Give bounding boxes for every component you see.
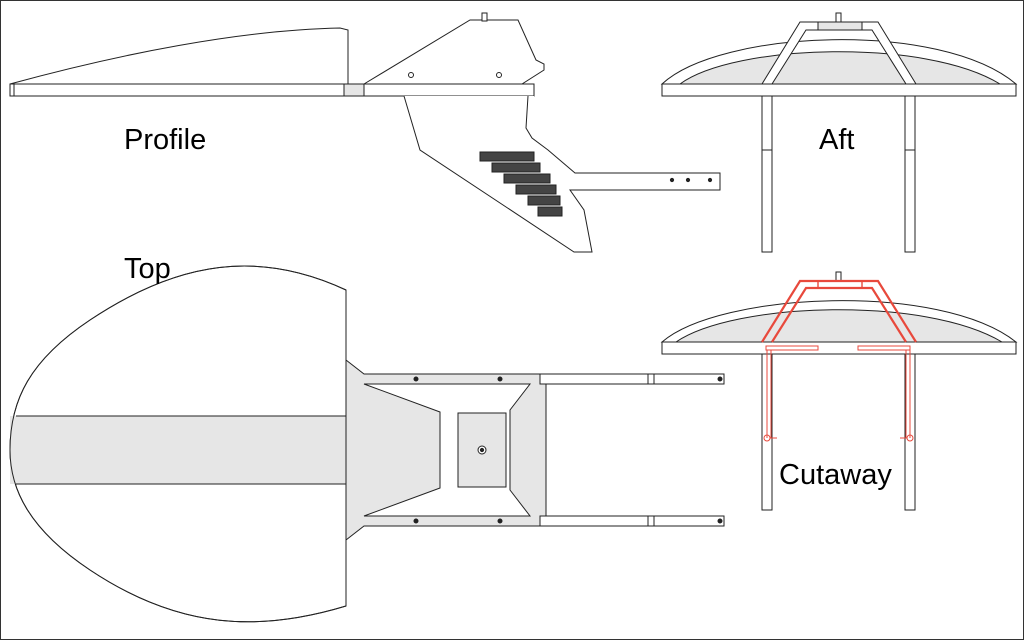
top-strut-lower	[539, 515, 725, 527]
profile-deck-shade	[343, 83, 365, 97]
profile-strut-dot-1	[669, 177, 675, 183]
profile-secondary-hull	[403, 95, 721, 253]
cutaway-conduit-right	[857, 345, 911, 351]
cutaway-dome-inner	[674, 309, 1004, 343]
profile-view	[9, 12, 721, 253]
profile-vent-grille	[479, 151, 563, 217]
aft-view-label: Aft	[819, 124, 855, 156]
profile-saucer-hull	[9, 27, 349, 85]
top-rivet-2	[497, 376, 503, 382]
profile-antenna	[481, 12, 488, 22]
cutaway-antenna	[835, 271, 842, 282]
cutaway-internal-frame	[761, 279, 917, 442]
cutaway-view	[660, 271, 1018, 511]
profile-strut-dot-2	[685, 177, 691, 183]
aft-leg-right	[904, 95, 916, 253]
cutaway-deck-bar	[661, 341, 1017, 355]
cutaway-view-label: Cutaway	[779, 459, 892, 491]
aft-leg-left	[761, 95, 773, 253]
top-rivet-3	[413, 518, 419, 524]
profile-strut-dot-3	[707, 177, 713, 183]
profile-deck-bar	[9, 83, 535, 97]
aft-view	[660, 12, 1018, 253]
profile-porthole-1	[408, 72, 414, 78]
aft-deck-bar	[661, 83, 1017, 97]
aft-dome-inner	[678, 51, 1002, 85]
top-centerline-band	[10, 416, 346, 484]
profile-engineering-upper	[362, 19, 545, 85]
profile-porthole-2	[496, 72, 502, 78]
cutaway-conduit-left	[765, 345, 819, 351]
top-rivet-4	[497, 518, 503, 524]
aft-roll-bar-top	[817, 21, 863, 31]
aft-antenna	[835, 12, 842, 23]
top-rivet-1	[413, 376, 419, 382]
top-strut-upper	[539, 373, 725, 385]
top-view	[9, 265, 725, 623]
profile-view-label: Profile	[124, 124, 207, 156]
top-view-label: Top	[124, 253, 171, 285]
